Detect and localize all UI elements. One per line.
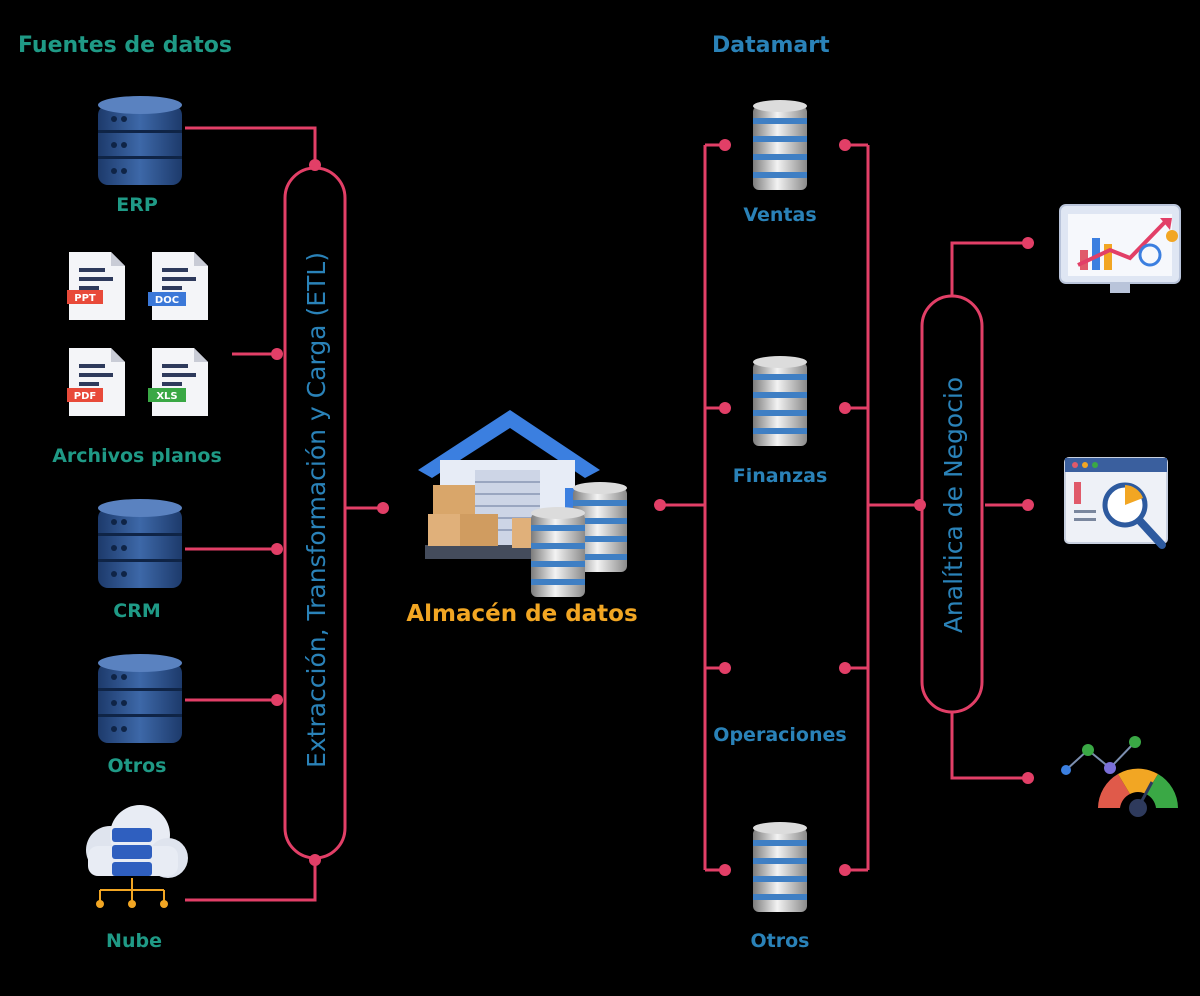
etl-label: Extracción, Transformación y Carga (ETL) bbox=[302, 252, 331, 768]
cloud-server-icon bbox=[86, 805, 188, 908]
server-stack-icon bbox=[753, 822, 807, 912]
svg-text:PPT: PPT bbox=[74, 293, 96, 304]
gauge-network-icon bbox=[1061, 736, 1178, 817]
crm-label: CRM bbox=[113, 600, 161, 622]
connector-dots bbox=[271, 139, 1034, 876]
xls-file-icon: XLS bbox=[148, 348, 208, 416]
analytics-pill bbox=[920, 294, 984, 714]
database-icon bbox=[98, 499, 182, 588]
sources-header: Fuentes de datos bbox=[18, 33, 233, 58]
svg-text:PDF: PDF bbox=[74, 391, 96, 402]
database-icon bbox=[98, 654, 182, 743]
pdf-file-icon: PDF bbox=[67, 348, 125, 416]
others-source-label: Otros bbox=[107, 755, 167, 777]
datamart-others-label: Otros bbox=[750, 930, 810, 952]
datamart-sales-label: Ventas bbox=[743, 204, 817, 226]
erp-label: ERP bbox=[116, 194, 158, 216]
flat-files-label: Archivos planos bbox=[52, 445, 222, 467]
datamart-operations-label: Operaciones bbox=[713, 724, 847, 746]
svg-text:DOC: DOC bbox=[155, 295, 179, 306]
warehouse-label: Almacén de datos bbox=[406, 601, 638, 627]
svg-text:XLS: XLS bbox=[156, 391, 177, 402]
server-stack-icon bbox=[753, 356, 807, 446]
dashboard-monitor-icon bbox=[1059, 204, 1181, 293]
datamart-finance-label: Finanzas bbox=[732, 465, 828, 487]
connector-lines bbox=[185, 126, 1028, 902]
analytics-label: Analítica de Negocio bbox=[939, 377, 968, 633]
database-icon bbox=[98, 96, 182, 185]
server-stack-icon bbox=[753, 100, 807, 190]
warehouse-icon bbox=[418, 410, 627, 597]
doc-file-icon: DOC bbox=[148, 252, 208, 320]
datamart-header: Datamart bbox=[712, 33, 830, 58]
cloud-label: Nube bbox=[106, 930, 162, 952]
ppt-file-icon: PPT bbox=[67, 252, 125, 320]
analysis-window-icon bbox=[1064, 457, 1168, 549]
etl-process-pill bbox=[283, 166, 347, 860]
